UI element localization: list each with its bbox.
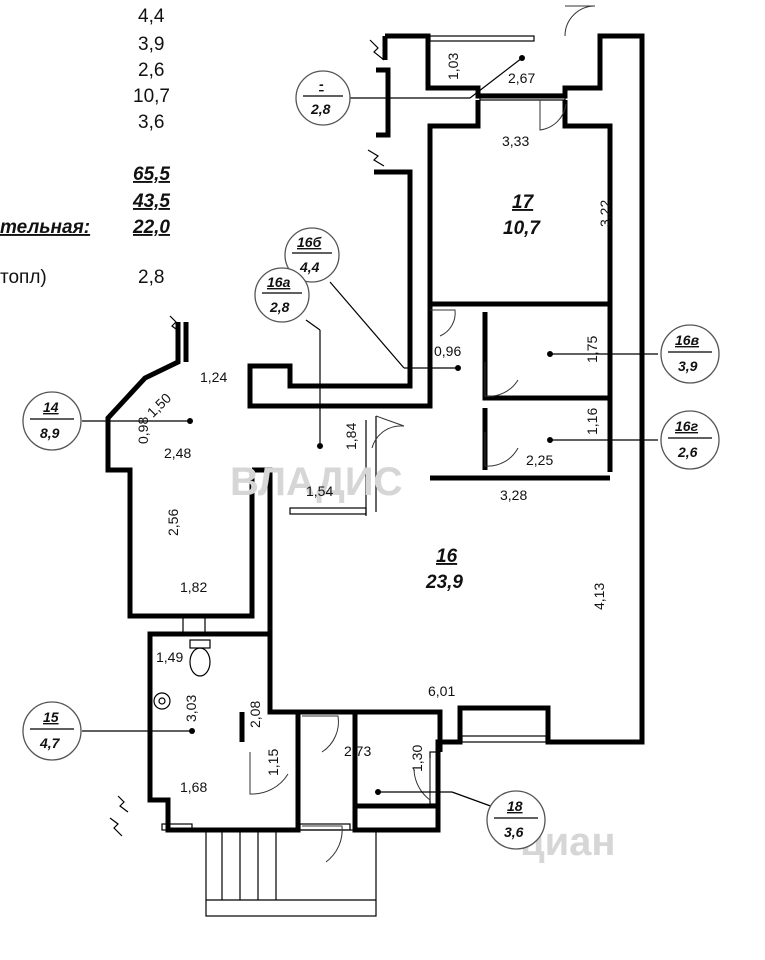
aux-area-label: тельная:: [0, 217, 90, 238]
badge-16g: 16г 2,6: [660, 410, 720, 470]
dimension-label: 3,28: [500, 487, 527, 503]
dimension-label: 1,84: [343, 423, 359, 450]
badge-balcony: - 2,8: [295, 70, 351, 126]
badge-area: 8,9: [40, 425, 60, 441]
watermark: ВЛАДИС циан: [230, 460, 616, 864]
dimension-label: 4,13: [591, 583, 607, 610]
dimension-label: 1,24: [200, 369, 227, 385]
dimension-label: 2,73: [344, 743, 371, 759]
dimension-label: 2,48: [164, 445, 191, 461]
dimension-label: 1,49: [156, 649, 183, 665]
dimension-label: 2,25: [526, 452, 553, 468]
dimension-label: 1,54: [306, 483, 333, 499]
total-area: 65,5: [133, 164, 170, 185]
dimension-label: 3,33: [502, 133, 529, 149]
dimension-labels: 1,03 2,67 3,33 3,22 0,96 1,75 1,16 2,25 …: [135, 53, 613, 795]
badge-area: 2,8: [310, 101, 331, 117]
badge-area: 4,4: [299, 259, 320, 275]
badge-number: 18: [507, 798, 523, 814]
walls: [105, 33, 645, 833]
dimension-label: 1,16: [584, 408, 600, 435]
dimension-label: 1,15: [265, 749, 281, 776]
thin-details: [109, 5, 596, 917]
badge-number: -: [319, 76, 324, 92]
dimension-label: 1,30: [409, 745, 425, 772]
badge-area: 2,6: [677, 444, 698, 460]
heating-label: топл): [0, 267, 47, 288]
room-labels: 17 10,7 16 23,9: [425, 192, 541, 593]
badge-16b: 16б 4,4: [284, 227, 340, 283]
badge-number: 16б: [297, 234, 322, 250]
badge-16a: 16а 2,8: [254, 267, 310, 323]
badge-14: 14 8,9: [22, 391, 82, 451]
heating-value: 2,8: [138, 267, 164, 288]
room-16-area: 23,9: [425, 572, 463, 593]
dimension-label: 3,03: [183, 695, 199, 722]
summary-value: 10,7: [133, 86, 170, 107]
summary-value: 4,4: [138, 6, 165, 27]
dimension-label: 1,82: [180, 579, 207, 595]
dimension-label: 0,98: [135, 417, 151, 444]
badge-number: 16в: [675, 332, 700, 348]
area-summary: 4,4 3,9 2,6 10,7 3,6 65,5 43,5 тельная: …: [0, 6, 170, 288]
badge-16v: 16в 3,9: [660, 324, 720, 384]
badge-number: 15: [43, 709, 59, 725]
badge-area: 3,6: [504, 824, 524, 840]
summary-value: 3,9: [138, 34, 164, 55]
dimension-label: 2,08: [247, 701, 263, 728]
dimension-label: 1,03: [445, 53, 461, 80]
badge-number: 16г: [675, 418, 699, 434]
room-badges: - 2,8 16б 4,4 16а 2,8 14 8,9 16в 3,9: [22, 70, 720, 850]
dimension-label: 2,67: [508, 70, 535, 86]
leader-lines: [82, 55, 658, 809]
badge-number: 14: [43, 399, 59, 415]
badge-area: 4,7: [39, 735, 61, 751]
room-17-area: 10,7: [503, 218, 541, 239]
aux-area: 22,0: [132, 217, 170, 238]
dimension-label: 0,96: [434, 343, 461, 359]
dimension-label: 2,56: [165, 509, 181, 536]
dimension-label: 1,75: [584, 336, 600, 363]
dimension-label: 1,50: [144, 390, 175, 421]
watermark-primary: ВЛАДИС: [230, 460, 402, 504]
dimension-label: 6,01: [428, 683, 455, 699]
living-area: 43,5: [132, 191, 170, 212]
dimension-label: 3,22: [597, 200, 613, 227]
badge-15: 15 4,7: [22, 701, 82, 761]
dimension-label: 1,68: [180, 779, 207, 795]
badge-18: 18 3,6: [486, 790, 546, 850]
summary-value: 2,6: [138, 60, 164, 81]
badge-area: 2,8: [269, 299, 290, 315]
summary-value: 3,6: [138, 112, 164, 133]
badge-number: 16а: [267, 274, 291, 290]
room-16-number: 16: [436, 546, 458, 567]
badge-area: 3,9: [678, 358, 698, 374]
room-17-number: 17: [512, 192, 535, 213]
